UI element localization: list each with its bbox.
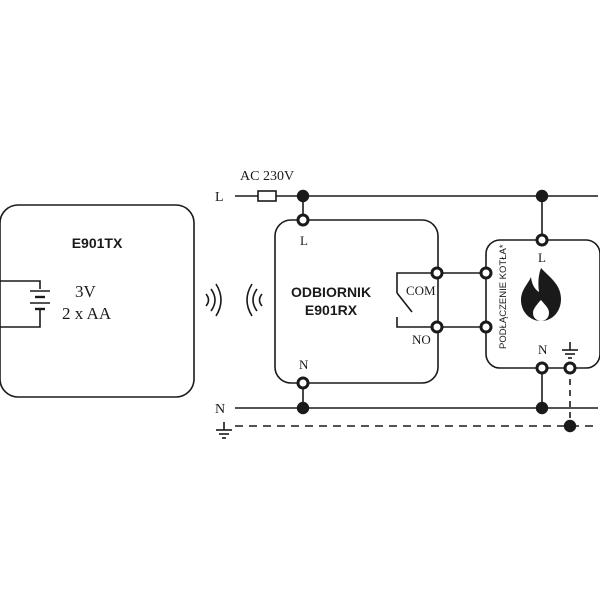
flame-icon [521,268,561,321]
line-label: L [215,190,224,205]
supply-label: AC 230V [240,169,294,184]
battery-voltage: 3V [75,282,97,301]
boiler-terminal-l: L [538,250,546,265]
relay-switch [396,272,437,328]
terminal-dot [296,213,310,227]
terminal-dot [563,361,577,375]
battery-icon [0,280,50,328]
junction-dot [296,189,310,203]
transmitter-box [0,204,195,398]
terminal-dot [430,320,444,334]
terminal-dot [535,233,549,247]
fuse [257,190,277,202]
terminal-dot [296,376,310,390]
battery-count: 2 x AA [62,304,112,323]
receiver-terminal-no: NO [412,332,431,347]
transmitter-name: E901TX [72,235,123,251]
boiler-connection-label: PODŁĄCZENIE KOTŁA* [498,244,509,349]
junction-dot [296,401,310,415]
neutral-label: N [215,402,225,417]
boiler-terminal-n: N [538,342,548,357]
junction-dot [535,401,549,415]
junction-dot [535,189,549,203]
terminal-dot [479,320,493,334]
radio-signal-icon [205,283,263,317]
receiver-terminal-n: N [299,357,309,372]
terminal-dot [479,266,493,280]
receiver-title: ODBIORNIK [291,284,371,300]
ground-icon [216,422,232,439]
receiver-model: E901RX [305,302,358,318]
terminal-dot [535,361,549,375]
junction-dot [563,419,577,433]
receiver-box [274,219,439,384]
terminal-dot [430,266,444,280]
receiver-terminal-l: L [300,233,308,248]
receiver-terminal-com: COM [406,283,436,298]
boiler-ground-icon [562,342,578,359]
